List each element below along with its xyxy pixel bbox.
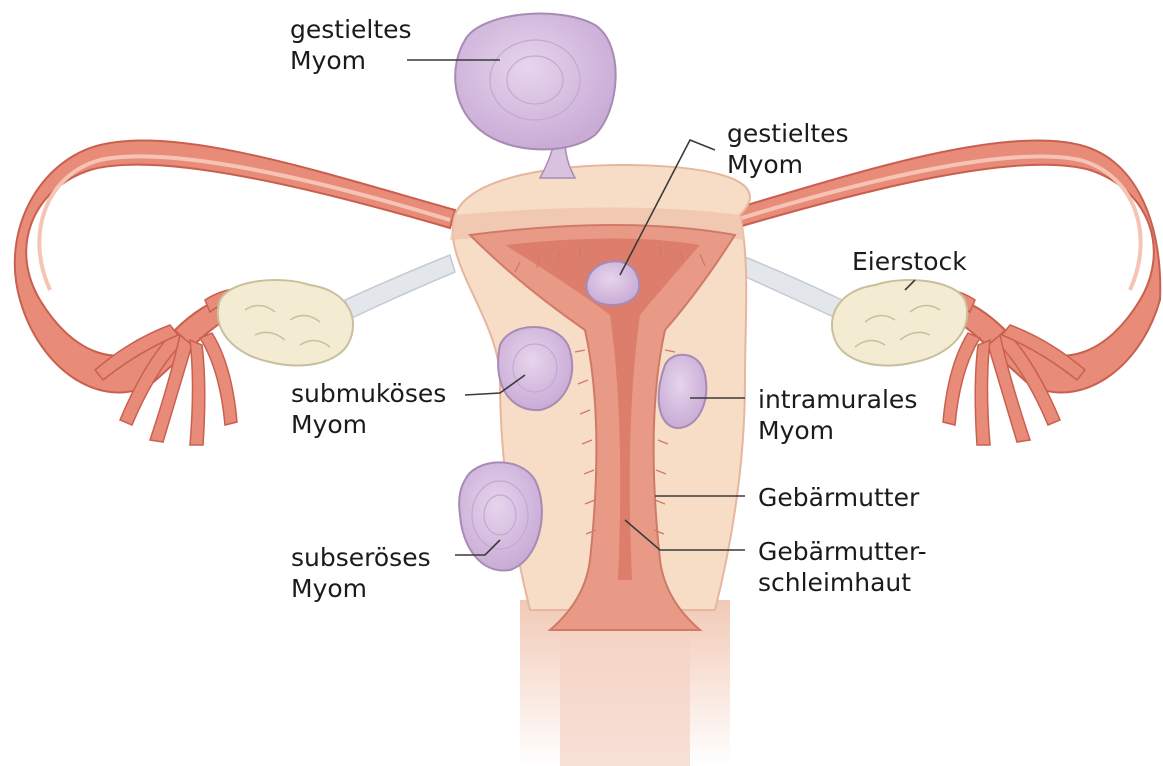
left-ovary [218,280,353,366]
left-fallopian-tube [15,140,455,392]
label-submucous-myoma: submuköses Myom [291,378,446,440]
right-ovarian-ligament [735,255,842,318]
left-ovarian-ligament [345,255,455,318]
label-pedunculated-myoma-top: gestieltes Myom [290,14,412,76]
submucous-myoma [498,327,572,410]
label-uterus: Gebärmutter [758,482,919,513]
label-endometrium: Gebärmutter- schleimhaut [758,536,927,598]
right-ovary [832,280,967,366]
label-subserous-myoma: subseröses Myom [291,542,431,604]
cervical-canal [560,620,690,766]
pedunculated-myoma-top [455,14,616,178]
label-ovary: Eierstock [852,246,967,277]
pedunculated-myoma-inner [587,261,640,305]
label-pedunculated-myoma-inner: gestieltes Myom [727,118,849,180]
label-intramural-myoma: intramurales Myom [758,384,917,446]
